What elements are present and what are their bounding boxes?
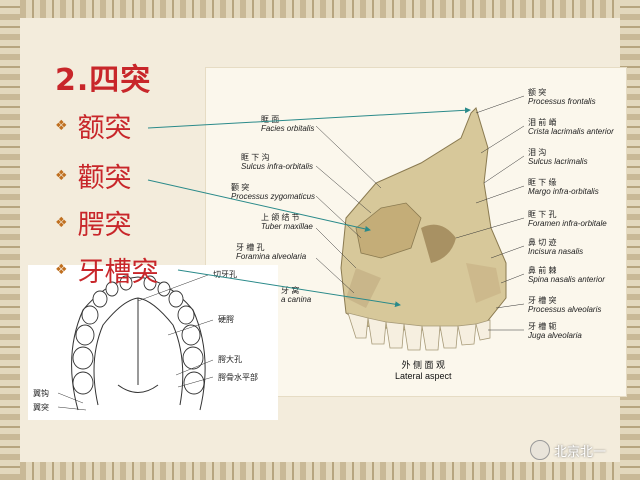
label-incisive-foramen: 切牙孔	[213, 270, 237, 279]
diamond-bullet-icon: ❖	[55, 261, 68, 278]
diamond-bullet-icon: ❖	[55, 167, 68, 184]
palate-drawing	[57, 274, 214, 411]
label-hard-palate: 硬腭	[218, 315, 234, 324]
label-pterygoid-process: 翼突	[33, 403, 49, 412]
label-pterygoid-hamulus: 翼钩	[33, 389, 49, 398]
wechat-logo-icon	[530, 440, 550, 460]
diamond-bullet-icon: ❖	[55, 214, 68, 231]
label-greater-palatine-foramen: 腭大孔	[218, 355, 242, 364]
decorative-border-bottom	[0, 462, 640, 480]
decorative-border-left	[0, 0, 20, 480]
bullet-zygomatic-process: ❖ 颧突	[55, 163, 132, 194]
decorative-border-top	[0, 0, 640, 18]
illustration-caption: 外 侧 面 观 Lateral aspect	[395, 360, 452, 381]
watermark: 北京北一	[530, 440, 606, 460]
bullet-palatine-process: ❖ 腭突	[55, 210, 132, 241]
palate-inferior-illustration: 切牙孔 硬腭 腭大孔 腭骨水平部 翼钩 翼突	[28, 265, 278, 420]
bullet-frontal-process: ❖ 额突	[55, 113, 132, 144]
diamond-bullet-icon: ❖	[55, 117, 68, 134]
label-palatine-horizontal-plate: 腭骨水平部	[218, 373, 258, 382]
bullet-alveolar-process: ❖ 牙槽突	[55, 257, 159, 288]
slide-title: 2.四突	[55, 63, 152, 98]
